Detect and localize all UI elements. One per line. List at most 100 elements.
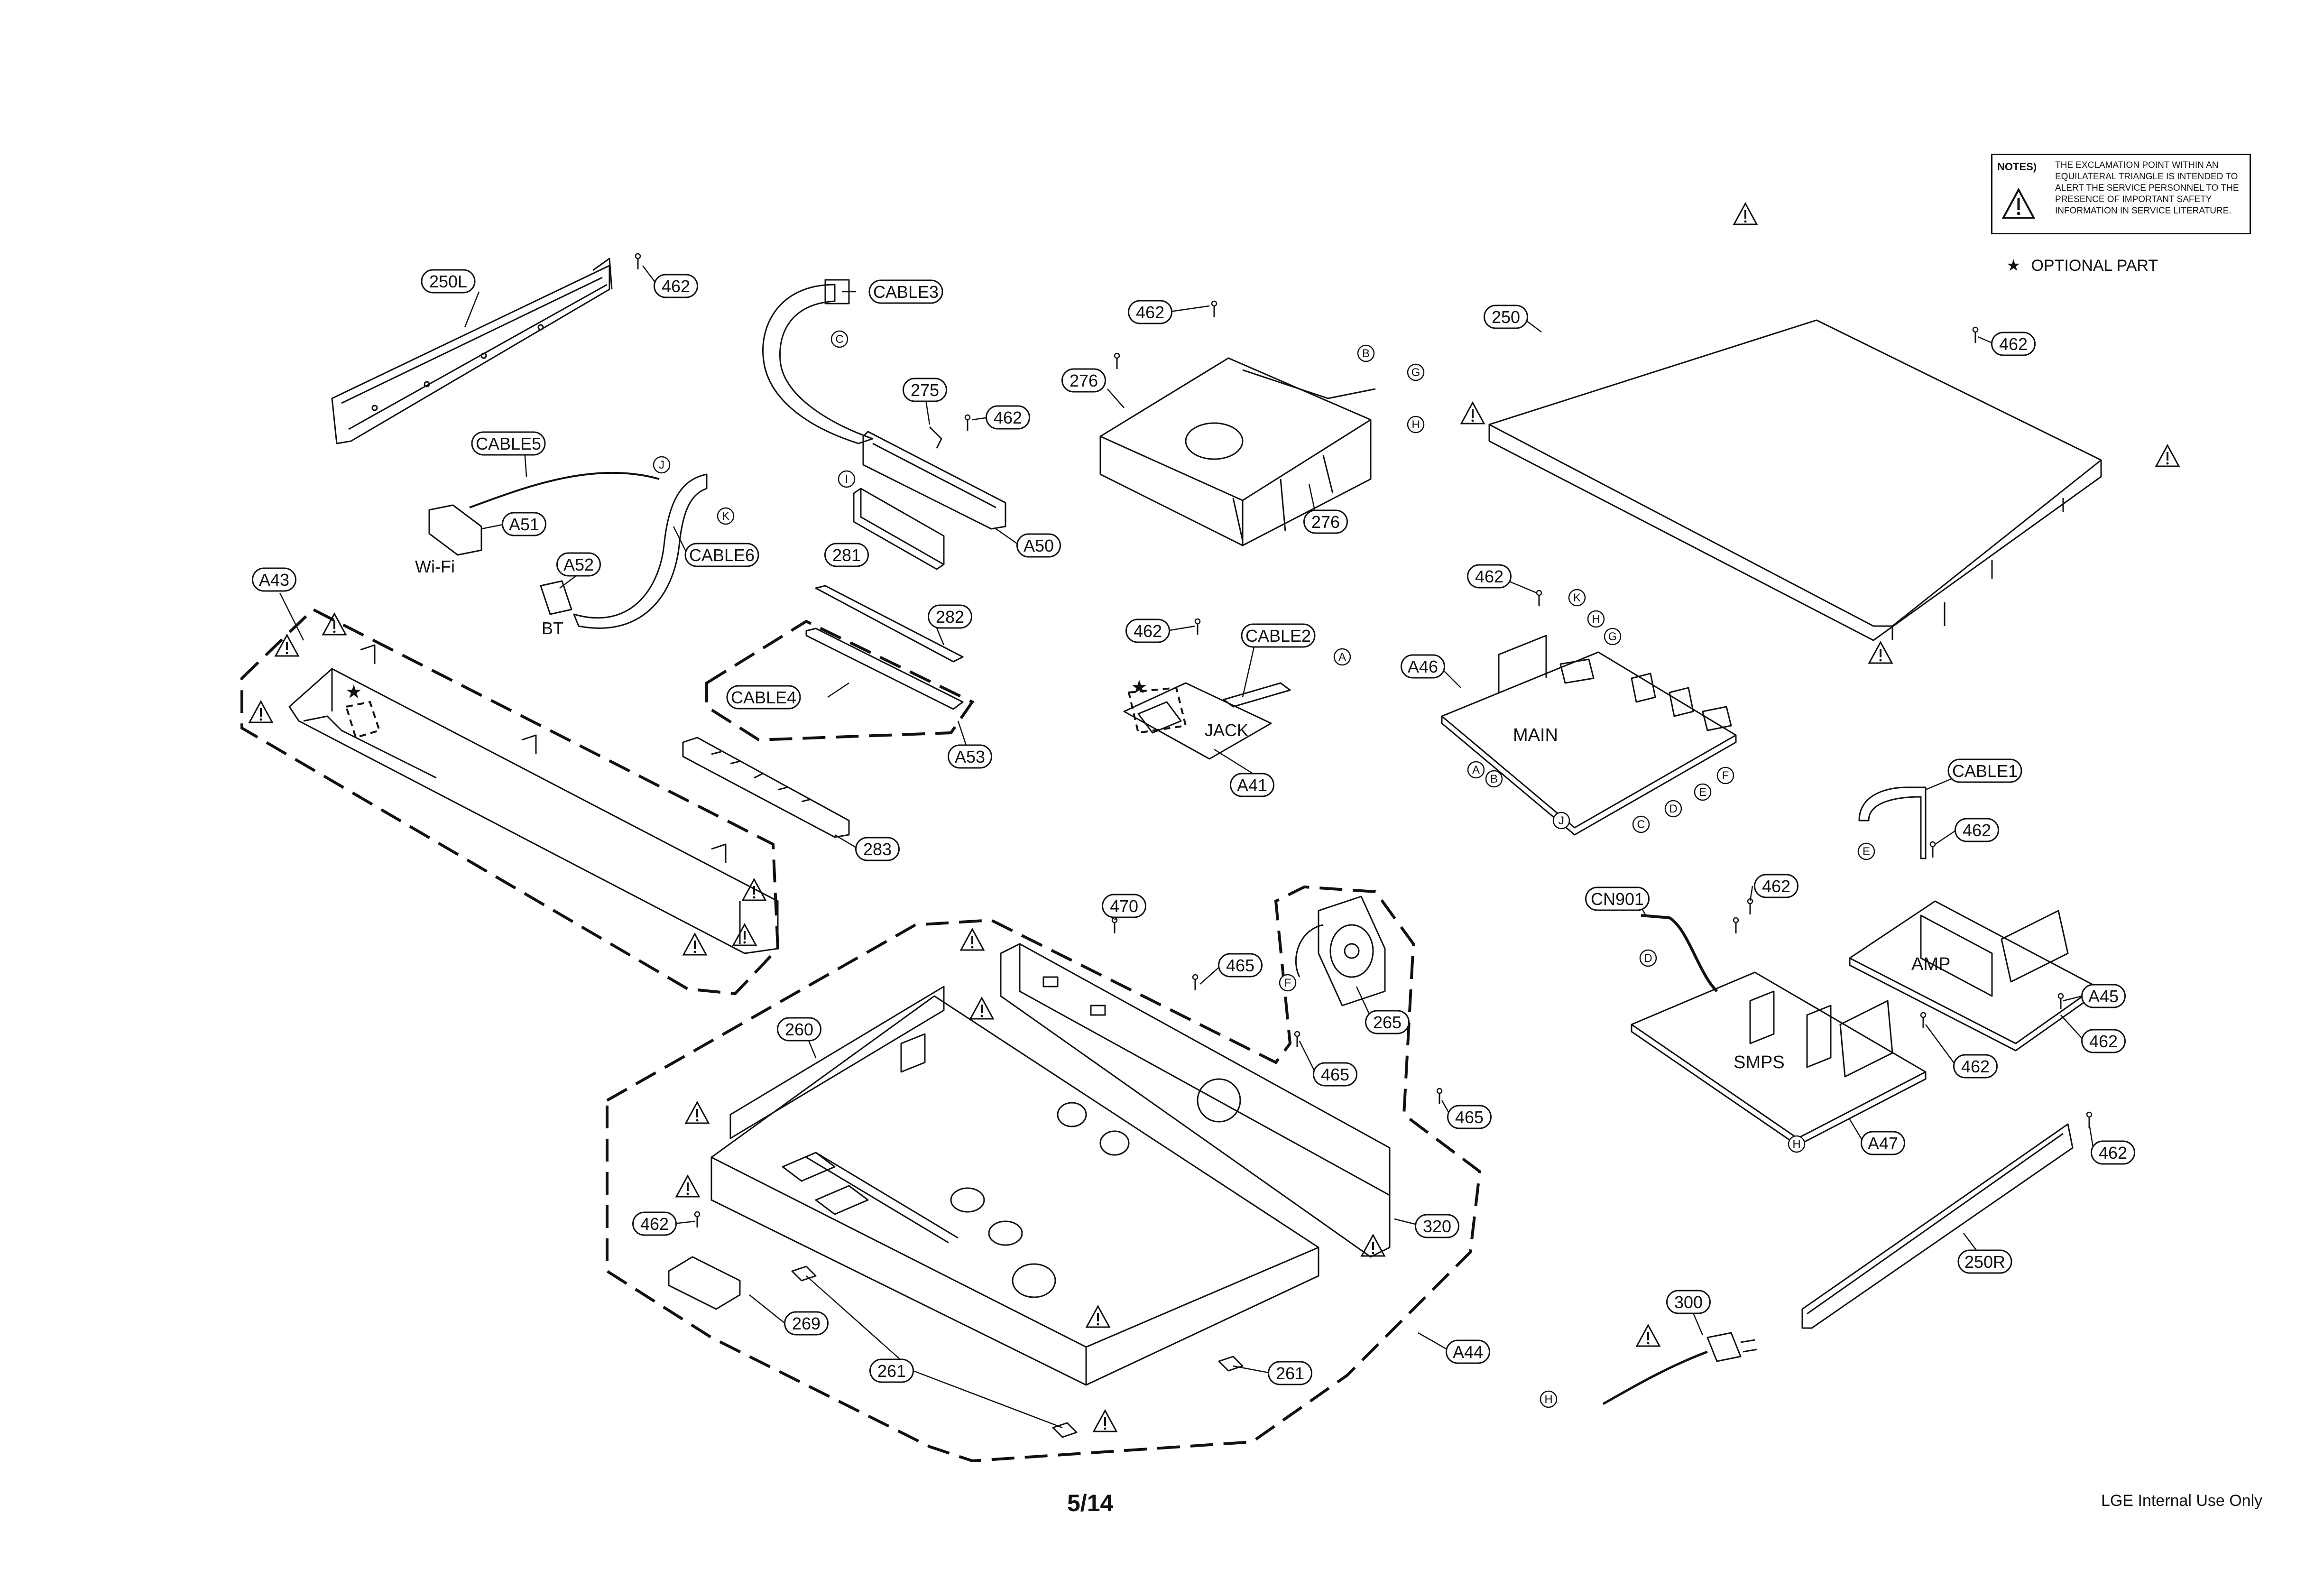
amp-board-a45 — [1849, 900, 2097, 1052]
part-label: 470 — [1102, 894, 1146, 918]
part-label: 465 — [1313, 1062, 1357, 1087]
connector-label-text: B — [1490, 773, 1498, 785]
connector-label-text: F — [1722, 769, 1729, 782]
part-label-text: 465 — [1455, 1108, 1484, 1127]
connector-label-text: C — [835, 333, 843, 346]
part-label: 261 — [869, 1358, 914, 1383]
part-label-text: 283 — [863, 840, 892, 859]
part-label: 462 — [1991, 332, 2036, 356]
button-board-a53 — [805, 628, 964, 710]
part-label: CABLE6 — [684, 543, 759, 567]
page-number: 5/14 — [1067, 1490, 1114, 1516]
connector-label: I — [838, 470, 856, 488]
part-label: A45 — [2081, 984, 2126, 1008]
connector-label: H — [1587, 610, 1605, 628]
lens-281 — [853, 488, 945, 570]
part-label-text: 462 — [662, 277, 690, 296]
part-label: 462 — [654, 274, 698, 298]
connector-label: F — [1716, 766, 1734, 784]
connector-label: B — [1485, 770, 1503, 788]
part-label-text: 465 — [1321, 1065, 1349, 1084]
connector-label: H — [1788, 1135, 1806, 1153]
connector-label-text: F — [1284, 977, 1291, 989]
part-label-text: 465 — [1226, 956, 1254, 975]
part-label-text: 281 — [832, 545, 861, 565]
optional-star-icon: ★ — [1131, 677, 1148, 698]
part-label-text: 300 — [1674, 1292, 1703, 1312]
connector-label-text: H — [1411, 418, 1420, 431]
part-label-text: CABLE3 — [873, 282, 939, 302]
part-label-text: 462 — [1999, 334, 2028, 354]
part-label: 265 — [1365, 1010, 1410, 1034]
foot-261-bottom — [1052, 1422, 1078, 1438]
dashed-group-a43 — [240, 608, 780, 996]
notes-text: THE EXCLAMATION POINT WITHIN AN EQUILATE… — [2055, 160, 2239, 216]
part-label-text: 462 — [1136, 303, 1164, 322]
part-label: CABLE1 — [1947, 758, 2022, 783]
part-label: 283 — [855, 837, 900, 861]
cable-2 — [1223, 682, 1291, 708]
foot-261-left — [791, 1265, 817, 1282]
connector-label-text: C — [1637, 818, 1645, 831]
part-label-text: 250 — [1492, 307, 1520, 327]
legend: ★OPTIONAL PART — [2006, 256, 2158, 275]
part-label: CABLE2 — [1241, 623, 1316, 648]
jack-board-a41 — [1123, 682, 1272, 760]
connector-label-text: D — [1669, 803, 1677, 815]
bt-label: BT — [542, 618, 563, 638]
connector-label: F — [1279, 974, 1297, 992]
side-bracket-250r — [1801, 1123, 2074, 1329]
connector-label: H — [1407, 415, 1425, 434]
part-label-text: 462 — [1762, 877, 1790, 896]
connector-label-text: G — [1608, 630, 1617, 643]
connector-label: A — [1333, 648, 1351, 666]
flat-cable-3-head — [824, 279, 850, 305]
part-label: 281 — [824, 543, 869, 567]
warning-triangle-icons — [249, 203, 2180, 1432]
part-label: 269 — [784, 1311, 829, 1336]
wire-cable-5 — [469, 471, 660, 508]
part-label-text: A45 — [2088, 987, 2119, 1006]
connector-label-text: H — [1792, 1138, 1800, 1151]
part-label-text: 462 — [640, 1214, 669, 1234]
part-label: CABLE4 — [726, 685, 801, 710]
part-label-text: 275 — [911, 380, 939, 400]
part-label-text: 320 — [1423, 1217, 1451, 1236]
part-label: A52 — [556, 552, 601, 577]
part-label: A53 — [948, 744, 992, 769]
connector-label: E — [1857, 842, 1875, 860]
part-label: 462 — [1128, 300, 1172, 324]
part-label-text: 470 — [1110, 896, 1138, 916]
connector-label: A — [1467, 761, 1485, 779]
wifi-module-a51 — [428, 504, 482, 556]
strip-282 — [815, 585, 964, 663]
part-label: 462 — [632, 1211, 677, 1236]
wifi-label: Wi-Fi — [415, 557, 455, 576]
connector-label-text: B — [1362, 347, 1370, 360]
part-label: 282 — [928, 604, 972, 629]
connector-label: B — [1357, 344, 1375, 362]
connector-label: E — [1694, 783, 1712, 801]
side-bracket-250l — [331, 258, 613, 444]
key-strip-283 — [682, 737, 850, 838]
part-label-text: A46 — [1408, 657, 1438, 676]
part-label-text: CN901 — [1591, 889, 1644, 909]
part-label: A44 — [1446, 1339, 1490, 1364]
connector-label: G — [1407, 363, 1425, 381]
dashed-group-a44 — [606, 885, 1482, 1463]
part-label: 260 — [777, 1017, 821, 1042]
part-label: A41 — [1230, 773, 1274, 797]
connector-label-text: A — [1338, 651, 1346, 664]
connector-label-text: H — [1544, 1393, 1552, 1406]
connector-label: J — [1552, 812, 1570, 830]
connector-label-text: A — [1472, 764, 1480, 776]
part-label-text: A52 — [563, 555, 594, 574]
part-label: 462 — [1467, 564, 1512, 589]
part-label-text: 282 — [936, 607, 964, 627]
part-label: 465 — [1218, 953, 1263, 978]
smps-label: SMPS — [1734, 1052, 1785, 1072]
dashed-group-a53 — [705, 619, 975, 742]
